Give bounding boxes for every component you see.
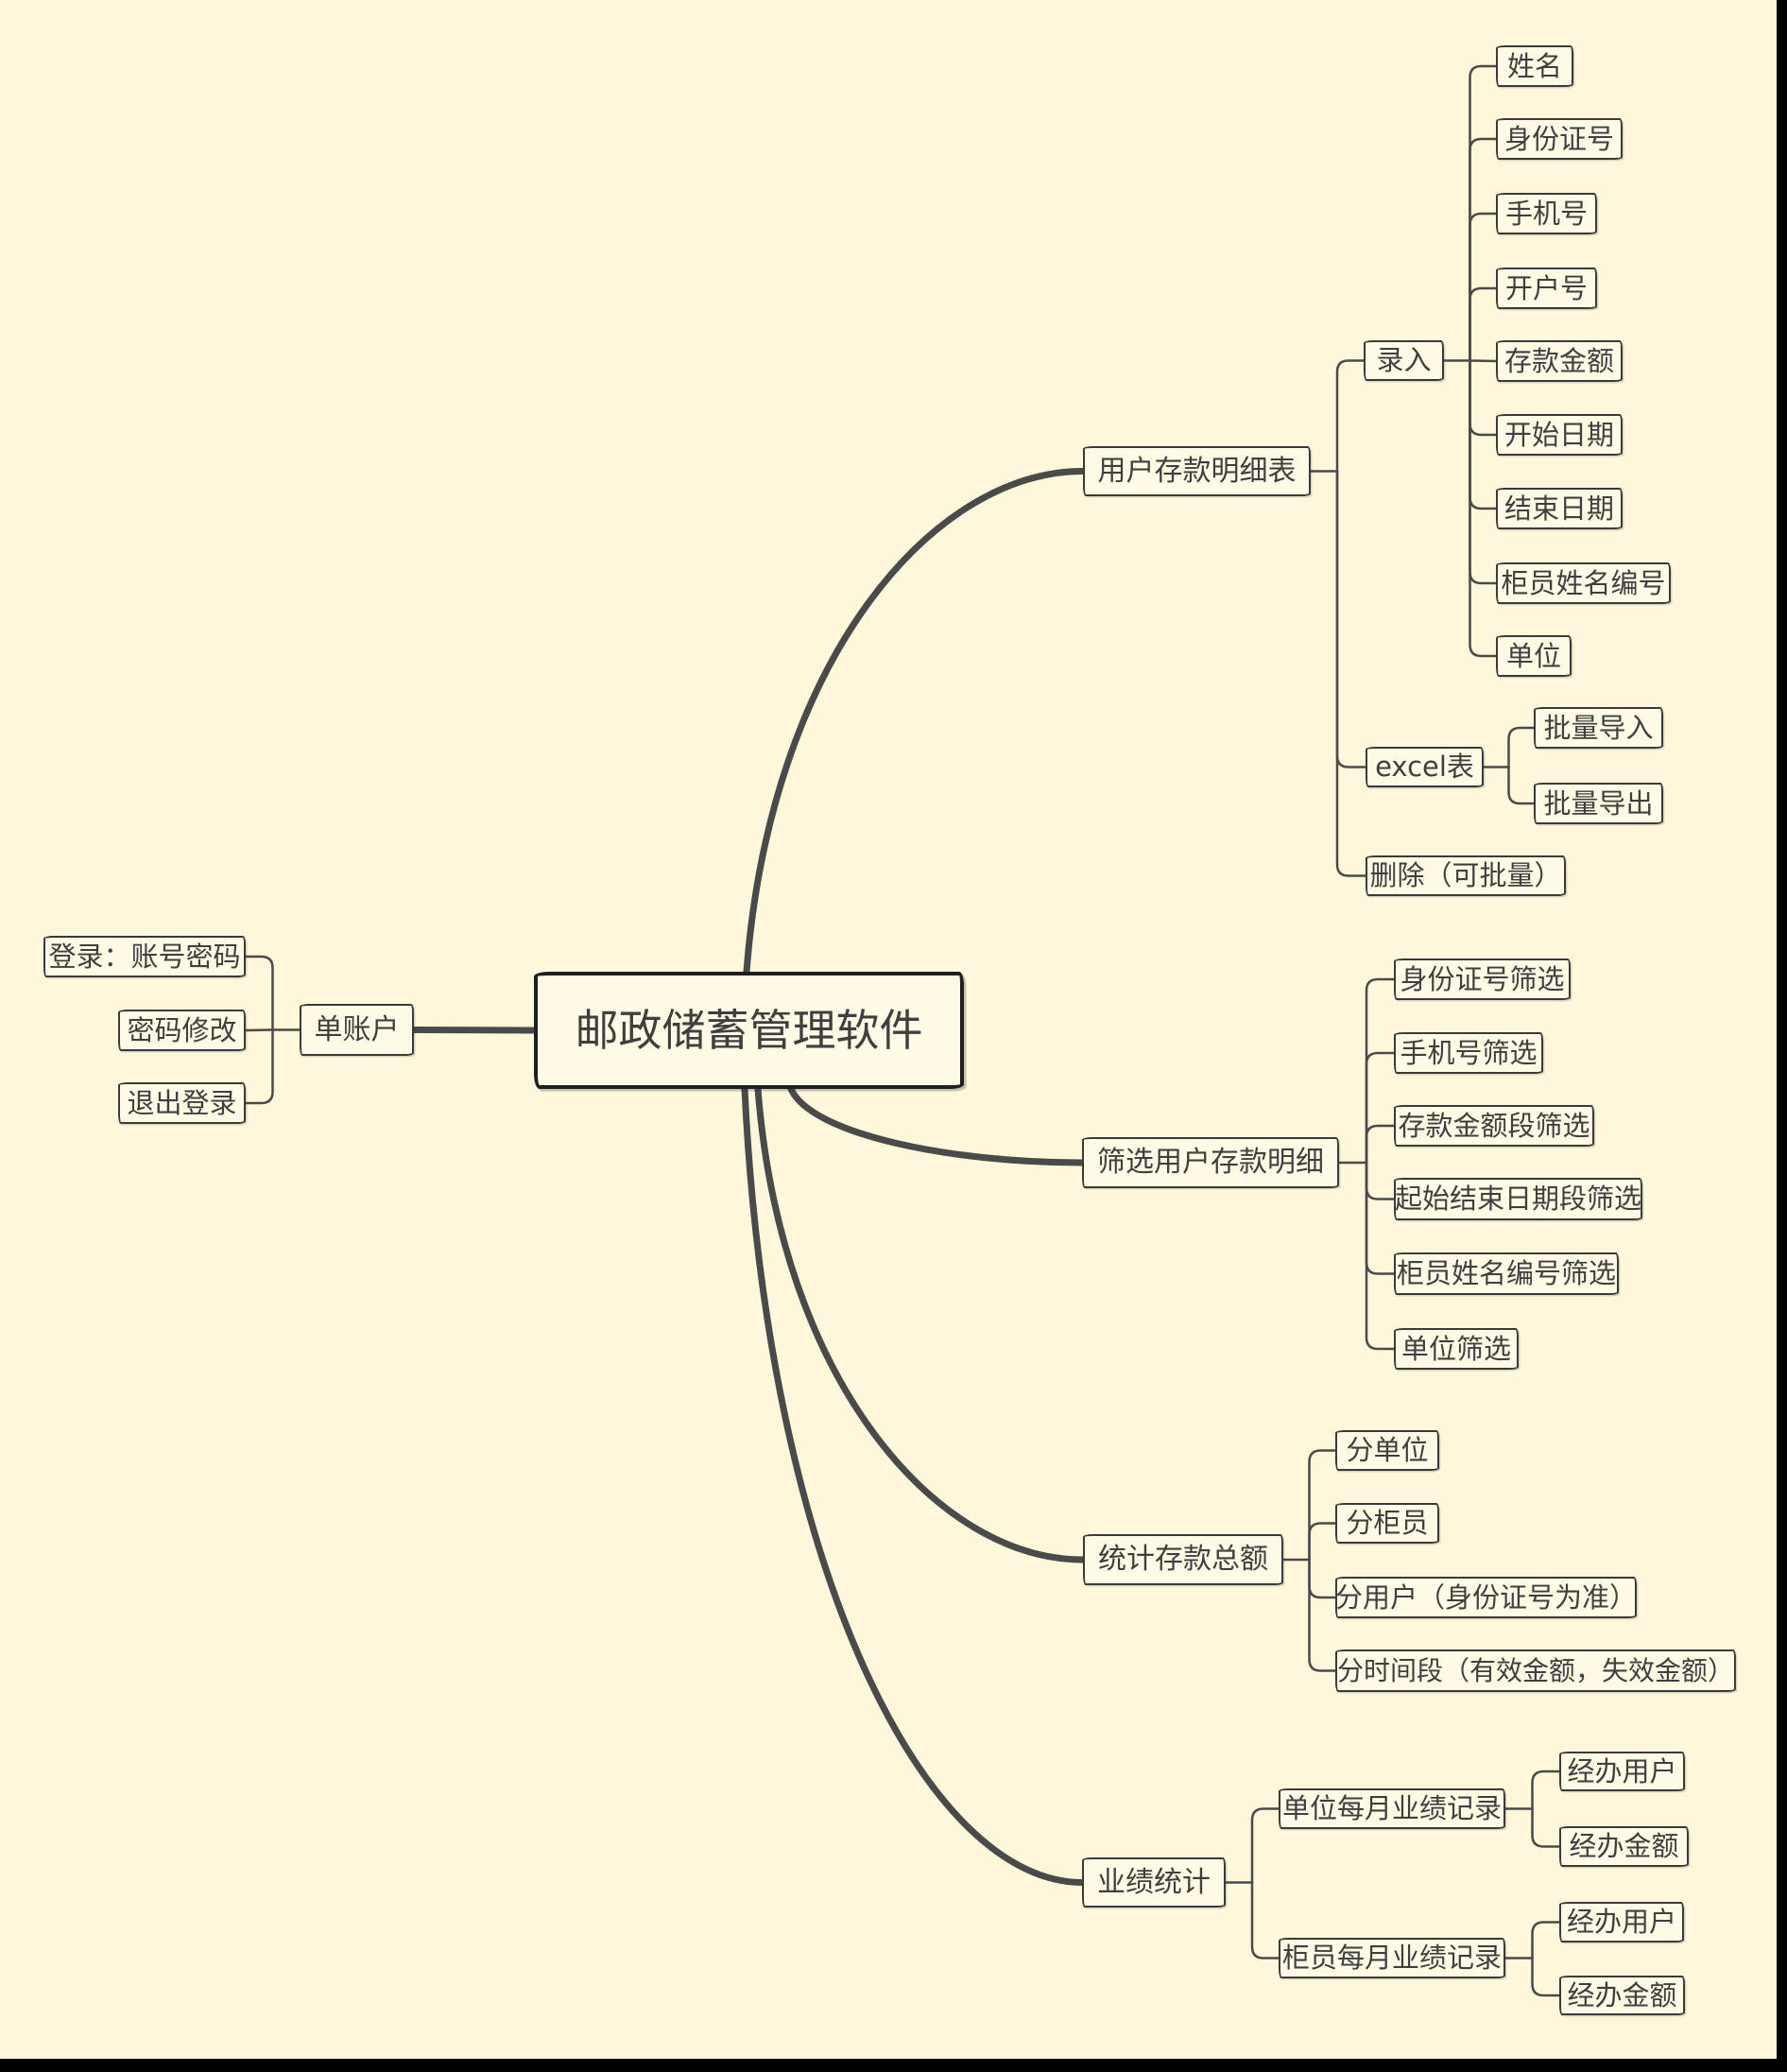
- node-id-card-number[interactable]: 身份证号: [1496, 118, 1623, 160]
- node-filter-unit[interactable]: 单位筛选: [1394, 1328, 1519, 1370]
- node-filter-id-card[interactable]: 身份证号筛选: [1394, 958, 1571, 1000]
- node-account-number[interactable]: 开户号: [1496, 268, 1597, 309]
- node-by-time-period[interactable]: 分时间段（有效金额，失效金额）: [1335, 1649, 1736, 1692]
- node-user-deposit-detail-table[interactable]: 用户存款明细表: [1083, 446, 1311, 496]
- node-unit[interactable]: 单位: [1496, 635, 1572, 677]
- node-filter-phone[interactable]: 手机号筛选: [1394, 1032, 1543, 1074]
- node-single-account[interactable]: 单账户: [300, 1004, 414, 1056]
- node-deposit-amount[interactable]: 存款金额: [1496, 340, 1623, 382]
- node-change-password[interactable]: 密码修改: [118, 1010, 246, 1051]
- node-root[interactable]: 邮政储蓄管理软件: [534, 972, 964, 1089]
- canvas-edge-right: [1777, 0, 1787, 2072]
- node-teller-name-id[interactable]: 柜员姓名编号: [1496, 562, 1671, 604]
- node-batch-import[interactable]: 批量导入: [1534, 707, 1663, 749]
- node-phone-number[interactable]: 手机号: [1496, 193, 1597, 234]
- node-unit-monthly-performance[interactable]: 单位每月业绩记录: [1279, 1788, 1505, 1829]
- node-start-date[interactable]: 开始日期: [1496, 414, 1623, 456]
- node-by-user[interactable]: 分用户（身份证号为准）: [1335, 1577, 1637, 1618]
- node-by-teller[interactable]: 分柜员: [1335, 1503, 1439, 1544]
- canvas-edge-bottom: [0, 2059, 1787, 2072]
- node-filter-amount-range[interactable]: 存款金额段筛选: [1394, 1105, 1594, 1147]
- node-end-date[interactable]: 结束日期: [1496, 488, 1623, 529]
- node-by-unit[interactable]: 分单位: [1335, 1430, 1439, 1471]
- node-handled-amount[interactable]: 经办金额: [1559, 1826, 1689, 1867]
- node-handled-amount[interactable]: 经办金额: [1559, 1976, 1685, 2015]
- node-filter-user-deposit-detail[interactable]: 筛选用户存款明细: [1082, 1137, 1339, 1188]
- node-entry[interactable]: 录入: [1364, 340, 1444, 381]
- node-logout[interactable]: 退出登录: [118, 1082, 246, 1124]
- node-handled-users[interactable]: 经办用户: [1559, 1902, 1684, 1942]
- node-performance-statistics[interactable]: 业绩统计: [1082, 1857, 1226, 1908]
- node-filter-date-range[interactable]: 起始结束日期段筛选: [1394, 1178, 1642, 1220]
- node-handled-users[interactable]: 经办用户: [1559, 1752, 1685, 1791]
- node-login-account-password[interactable]: 登录：账号密码: [43, 936, 246, 977]
- node-total-deposit-statistics[interactable]: 统计存款总额: [1083, 1534, 1283, 1585]
- node-filter-teller[interactable]: 柜员姓名编号筛选: [1394, 1252, 1619, 1295]
- node-batch-export[interactable]: 批量导出: [1534, 783, 1663, 824]
- node-name[interactable]: 姓名: [1496, 45, 1573, 87]
- node-delete-batch[interactable]: 删除（可批量）: [1366, 855, 1566, 896]
- node-excel-table[interactable]: excel表: [1366, 747, 1484, 787]
- node-teller-monthly-performance[interactable]: 柜员每月业绩记录: [1279, 1938, 1505, 1978]
